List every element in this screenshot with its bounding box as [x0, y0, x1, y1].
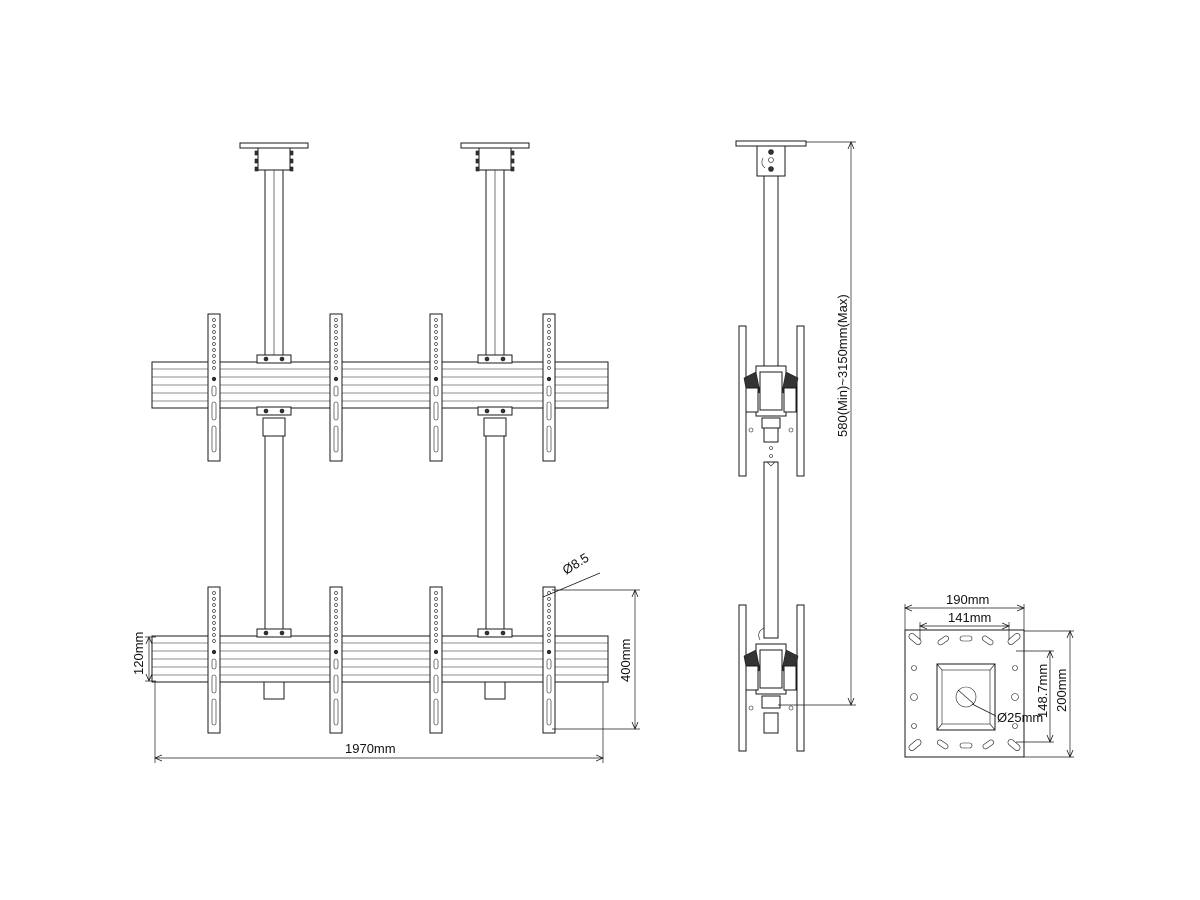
ceiling-plate-left — [239, 142, 309, 172]
plate-hole-spacing-dimension: 141mm — [920, 610, 1009, 640]
side-pole-upper — [763, 175, 779, 367]
plate-hole-spacing-label: 141mm — [948, 610, 991, 625]
total-width-label: 1970mm — [345, 741, 396, 756]
plate-height-dimension: 200mm — [1024, 631, 1074, 757]
ceiling-plate-right — [460, 142, 530, 172]
vesa-bracket — [207, 313, 221, 462]
vesa-bracket — [329, 586, 343, 734]
side-pole-middle — [763, 461, 779, 639]
beam-height-label: 120mm — [131, 632, 146, 675]
plate-width-dimension: 190mm — [905, 592, 1024, 630]
vesa-height-dimension: 400mm — [552, 590, 640, 729]
center-hole-label: Ø25mm — [997, 710, 1043, 725]
plate-width-label: 190mm — [946, 592, 989, 607]
side-tilt-assembly-upper — [738, 325, 805, 477]
beam-height-dimension: 120mm — [131, 632, 156, 681]
vesa-bracket — [542, 313, 556, 462]
side-view: 580(Min)~3150mm(Max) — [735, 140, 856, 752]
pole-right — [483, 169, 507, 631]
vesa-bracket — [329, 313, 343, 462]
hole-diameter-label: Ø8.5 — [560, 550, 592, 578]
height-range-dimension: 580(Min)~3150mm(Max) — [778, 142, 856, 705]
plate-height-label: 200mm — [1054, 669, 1069, 712]
vesa-bracket — [429, 586, 443, 734]
vesa-height-label: 400mm — [618, 639, 633, 682]
pole-left — [262, 169, 286, 631]
front-view: Ø8.5 120mm 400mm 1970mm — [131, 142, 640, 763]
mounting-plate-view: 190mm 141mm 148.7mm 200mm Ø25mm — [905, 592, 1074, 757]
vesa-bracket — [542, 586, 556, 734]
bottom-crossbar — [151, 628, 609, 683]
height-range-label: 580(Min)~3150mm(Max) — [835, 294, 850, 437]
side-ceiling-plate — [735, 140, 807, 177]
vesa-brackets — [207, 313, 556, 734]
vesa-bracket — [207, 586, 221, 734]
side-pole-lower — [763, 712, 779, 734]
side-tilt-assembly-lower — [738, 604, 805, 752]
plate-vertical-spacing-label: 148.7mm — [1035, 664, 1050, 718]
top-crossbar — [151, 354, 609, 416]
center-hole-callout: Ø25mm — [971, 703, 1043, 725]
total-width-dimension: 1970mm — [155, 682, 603, 763]
plate-vertical-spacing-dimension: 148.7mm — [1016, 651, 1054, 742]
vesa-bracket — [429, 313, 443, 462]
